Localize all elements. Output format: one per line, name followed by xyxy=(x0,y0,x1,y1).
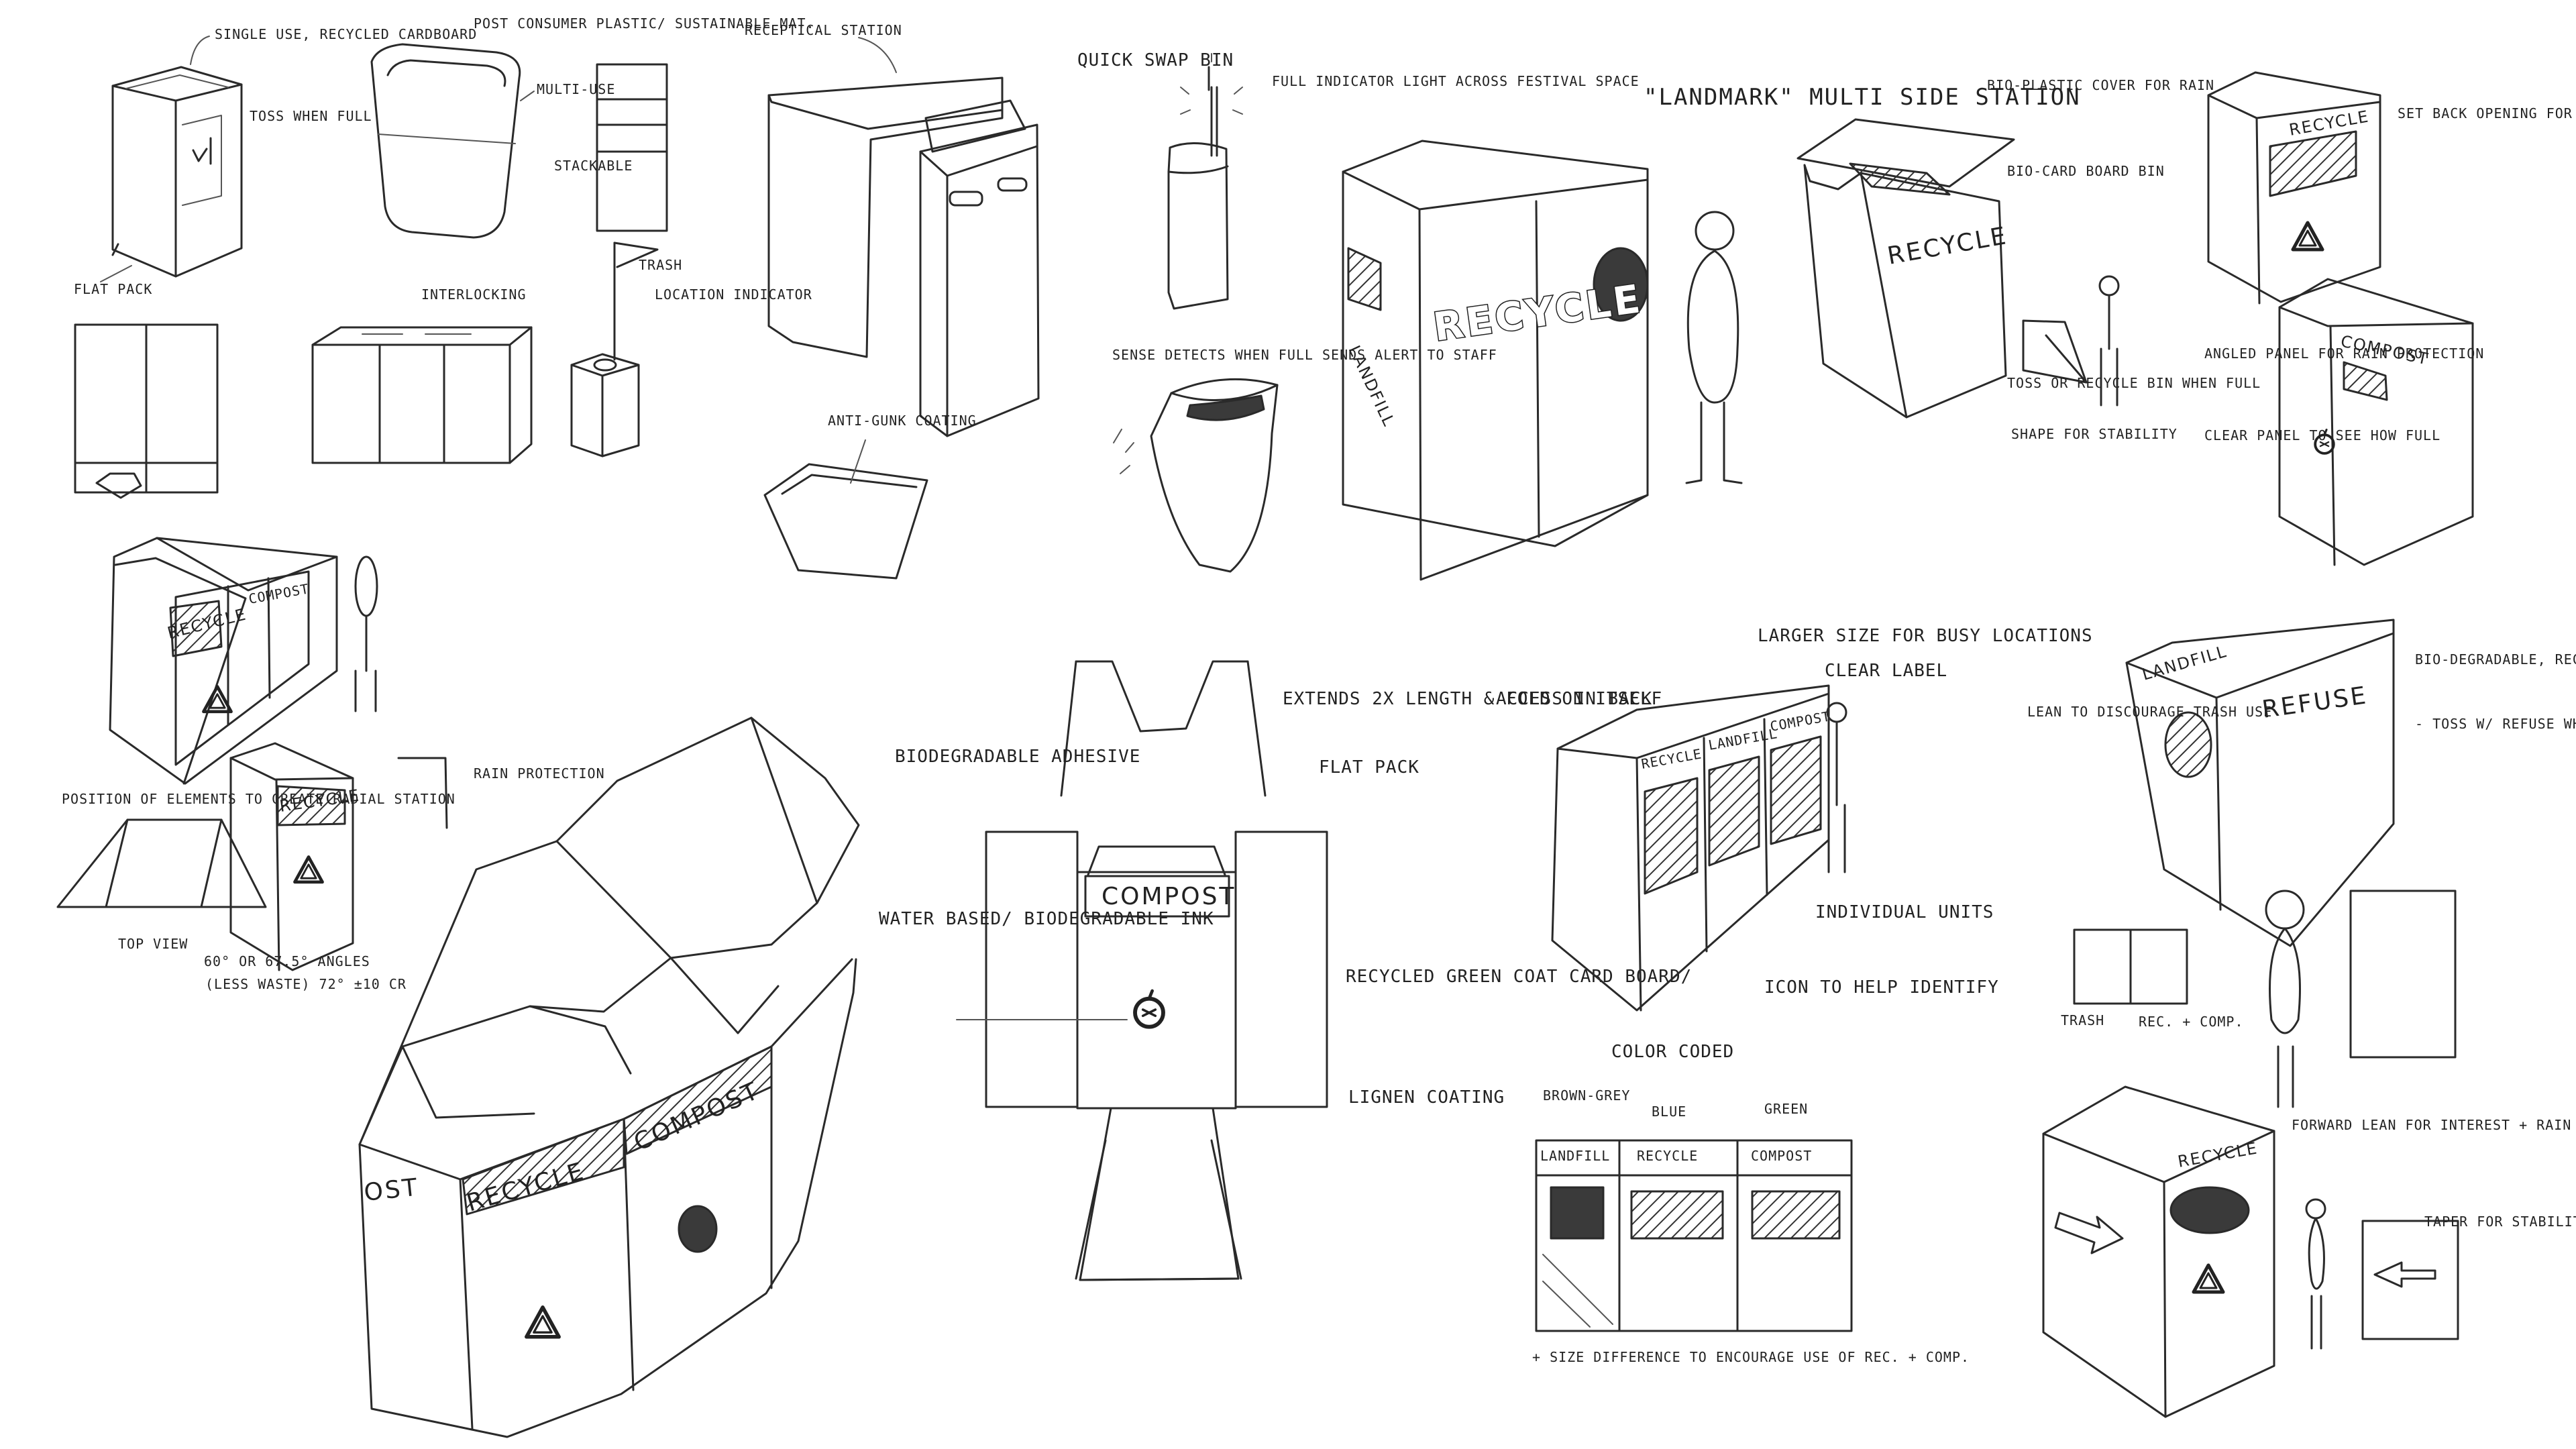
note-access-back: ACCESS IN BACK xyxy=(1496,689,1652,709)
label-compost-partial: OST xyxy=(363,1174,421,1207)
note-position-elements: POSITION OF ELEMENTS TO CREATE RADIAL ST… xyxy=(62,791,455,807)
sketch-single-recycle: RECYCLE RAIN PROTECTION xyxy=(229,742,605,971)
note-toss-recycle: TOSS OR RECYCLE BIN WHEN FULL xyxy=(2007,375,2261,391)
sketch-plastic-bin: POST CONSUMER PLASTIC/ SUSTAINABLE MAT. … xyxy=(370,15,815,239)
note-landmark: "LANDMARK" MULTI SIDE STATION xyxy=(1644,84,2081,111)
note-top-view: TOP VIEW xyxy=(118,936,188,952)
note-larger-size: LARGER SIZE FOR BUSY LOCATIONS xyxy=(1758,626,2093,646)
sketch-forward-lean-bin: RECYCLE FORWARD LEAN FOR INTEREST + RAIN… xyxy=(2042,1085,2576,1418)
note-trash-flag: TRASH xyxy=(639,257,682,273)
note-individual-units: INDIVIDUAL UNITS xyxy=(1815,902,1994,922)
note-trash: TRASH xyxy=(2061,1012,2104,1028)
sketch-location-indicator: TRASH LOCATION INDICATOR xyxy=(570,241,812,458)
note-interlocking: INTERLOCKING xyxy=(421,286,527,303)
note-recycled-green: RECYCLED GREEN COAT CARD BOARD/ xyxy=(1346,967,1692,987)
note-taper: TAPER FOR STABILITY xyxy=(2424,1214,2576,1230)
label-recycle-elev: RECYCLE xyxy=(1637,1148,1698,1164)
label-recycle-forward: RECYCLE xyxy=(2176,1138,2259,1171)
figure-scale-1 xyxy=(1685,211,1743,484)
note-color-coded: COLOR CODED xyxy=(1611,1042,1734,1062)
note-flat-pack: FLAT PACK xyxy=(74,281,152,297)
sketch-radial-topview: POSITION OF ELEMENTS TO CREATE RADIAL ST… xyxy=(56,791,455,992)
note-shape-stability: SHAPE FOR STABILITY xyxy=(2011,426,2178,442)
note-location: LOCATION INDICATOR xyxy=(655,286,812,303)
sketch-size-comparison: TRASH REC. + COMP. xyxy=(2061,890,2457,1059)
note-less-waste: (LESS WASTE) 72° ±10 CR xyxy=(205,976,407,992)
label-recycle-cover: RECYCLE xyxy=(1885,222,2010,270)
note-lignen: LIGNEN COATING xyxy=(1348,1087,1505,1108)
label-landfill-station: LANDFILL xyxy=(1707,725,1779,753)
sketch-refuse-bin: LANDFILL REFUSE LEAN TO DISCOURAGE TRASH… xyxy=(2027,619,2576,1108)
note-angled-panel: ANGLED PANEL FOR RAIN PROTECTION xyxy=(2204,345,2484,362)
note-blue: BLUE xyxy=(1652,1104,1686,1120)
label-landfill-elev: LANDFILL xyxy=(1540,1148,1610,1164)
note-water-based: WATER BASED/ BIODEGRADABLE INK xyxy=(879,909,1214,929)
sketch-single-use-bin: SINGLE USE, RECYCLED CARDBOARD TOSS WHEN… xyxy=(111,26,477,278)
sketch-radial-arc: RECYCLE COMPOST OST xyxy=(358,716,860,1438)
note-lean: LEAN TO DISCOURAGE TRASH USE xyxy=(2027,704,2272,720)
note-full-indicator: FULL INDICATOR LIGHT ACROSS FESTIVAL SPA… xyxy=(1272,73,1640,89)
sketch-large-station: RECYCLE LANDFILL COMPOST ACCESS IN BACK … xyxy=(1496,626,2093,1062)
sketch-color-elevation: LANDFILL RECYCLE COMPOST BROWN-GREY BLUE… xyxy=(1532,1087,1970,1365)
note-icon-identify: ICON TO HELP IDENTIFY xyxy=(1764,977,1999,998)
sketch-receptacle-station: RECEPTICAL STATION xyxy=(745,22,1040,437)
sketch-triple-bin-station: RECYCLE COMPOST xyxy=(109,537,378,785)
note-size-difference: + SIZE DIFFERENCE TO ENCOURAGE USE OF RE… xyxy=(1532,1349,1970,1365)
note-post-consumer: POST CONSUMER PLASTIC/ SUSTAINABLE MAT. xyxy=(474,15,815,32)
note-bio-plastic: BIO-PLASTIC COVER FOR RAIN xyxy=(1987,77,2214,93)
note-bio-degradable: BIO-DEGRADABLE, RECYCLABLE MTL. xyxy=(2415,651,2576,667)
label-recycle-station: RECYCLE xyxy=(1640,745,1703,771)
note-sensor: SENSE DETECTS WHEN FULL SENDS ALERT TO S… xyxy=(1112,347,1497,363)
note-clear-panel: CLEAR PANEL TO SEE HOW FULL xyxy=(2204,427,2440,443)
sketch-landmark-station: RECYCLE LANDFILL "LANDMARK" MULTI SIDE S… xyxy=(1342,84,2081,581)
note-single-use: SINGLE USE, RECYCLED CARDBOARD xyxy=(215,26,477,42)
note-forward-lean: FORWARD LEAN FOR INTEREST + RAIN COVER xyxy=(2292,1117,2576,1133)
note-multi-use: MULTI-USE xyxy=(537,81,615,97)
note-green: GREEN xyxy=(1764,1101,1808,1117)
sketch-anti-gunk-bin: ANTI-GUNK COATING xyxy=(763,413,977,580)
label-compost-flatpack: COMPOST xyxy=(1102,883,1236,910)
sketch-flat-pack: FLAT PACK xyxy=(74,265,219,499)
sketch-interlocking: INTERLOCKING xyxy=(311,286,533,464)
note-rec-comp: REC. + COMP. xyxy=(2139,1014,2244,1030)
note-bio-card: BIO-CARD BOARD BIN xyxy=(2007,163,2165,179)
note-biodegradable-adhesive: BIODEGRADABLE ADHESIVE xyxy=(895,747,1140,767)
label-refuse: REFUSE xyxy=(2261,682,2370,724)
note-extends: EXTENDS 2X LENGTH & FOLD ON ITSELF xyxy=(1283,689,1662,709)
note-quick-swap: QUICK SWAP BIN xyxy=(1077,50,1234,70)
note-rain-protection: RAIN PROTECTION xyxy=(474,765,605,782)
sketch-rain-cover-bin: RECYCLE BIO-PLASTIC COVER FOR RAIN BIO-C… xyxy=(1796,77,2261,442)
label-compost-triple: COMPOST xyxy=(248,580,311,606)
note-brown-grey: BROWN-GREY xyxy=(1543,1087,1630,1104)
note-flat-pack-2: FLAT PACK xyxy=(1319,757,1419,777)
sketch-sensor-bin: SENSE DETECTS WHEN FULL SENDS ALERT TO S… xyxy=(1112,347,1497,573)
note-set-back: SET BACK OPENING FOR RAIN PROTECTION xyxy=(2398,105,2576,121)
note-anti-gunk: ANTI-GUNK COATING xyxy=(828,413,977,429)
note-stackable: STACKABLE xyxy=(554,158,633,174)
sketch-compost-flatpack: COMPOST EXTENDS 2X LENGTH & FOLD ON ITSE… xyxy=(879,660,1692,1281)
label-compost-station: COMPOST xyxy=(1769,708,1832,734)
note-receptical-station: RECEPTICAL STATION xyxy=(745,22,902,38)
sketch-setback-bins: RECYCLE COMPOST SET BACK OPENING FOR RAI… xyxy=(2204,71,2576,566)
label-compost-elev: COMPOST xyxy=(1751,1148,1812,1164)
note-clear-label: CLEAR LABEL xyxy=(1825,661,1947,681)
note-toss-when-full: TOSS WHEN FULL xyxy=(250,108,372,124)
sketch-quick-swap-bin: QUICK SWAP BIN FULL INDICATOR LIGHT ACRO… xyxy=(1077,50,1640,310)
label-landfill-refuse: LANDFILL xyxy=(2140,642,2229,684)
note-toss-refuse: - TOSS W/ REFUSE WHEN FULL xyxy=(2415,716,2576,732)
sketch-stackable: STACKABLE xyxy=(554,63,668,232)
